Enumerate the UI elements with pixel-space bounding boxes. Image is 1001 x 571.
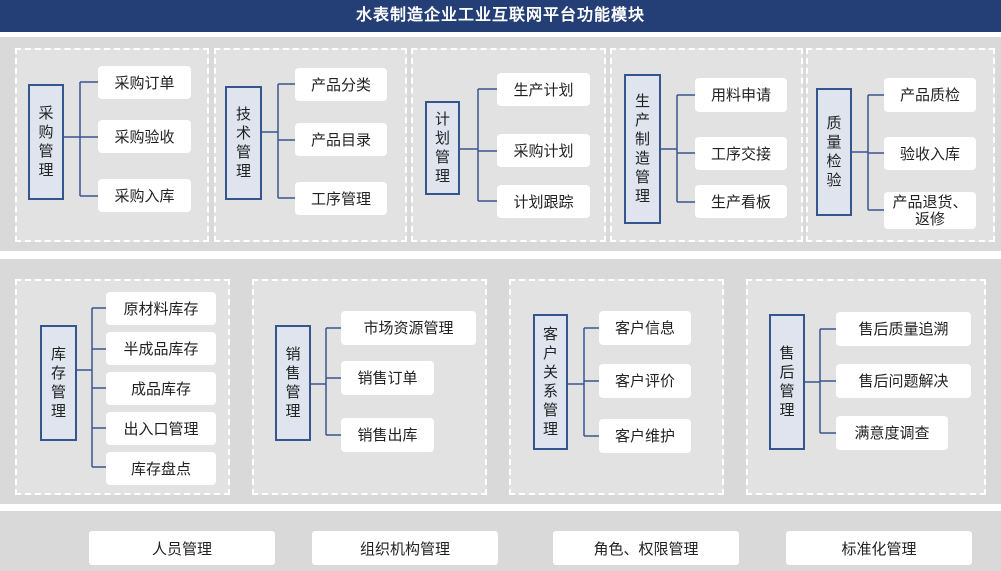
item-purchase-acceptance: 采购验收	[98, 120, 191, 153]
category-quality-inspection: 质量检验	[816, 88, 852, 216]
item-after-sales-quality-trace: 售后质量追溯	[836, 312, 971, 346]
item-product-catalog: 产品目录	[295, 123, 387, 156]
item-process-management: 工序管理	[295, 182, 387, 215]
item-inventory-count: 库存盘点	[106, 452, 216, 485]
item-after-sales-problem-solving: 售后问题解决	[836, 364, 971, 398]
item-raw-material-inventory: 原材料库存	[106, 292, 216, 325]
item-purchase-order: 采购订单	[98, 66, 191, 99]
item-product-classification: 产品分类	[295, 68, 387, 101]
item-customer-info: 客户信息	[599, 311, 691, 345]
bottom-role-permission-management: 角色、权限管理	[553, 531, 739, 565]
item-customer-maintenance: 客户维护	[599, 419, 691, 453]
category-after-sales-management: 售后管理	[769, 314, 805, 450]
item-product-return-repair: 产品退货、返修	[884, 192, 976, 229]
item-finished-inventory: 成品库存	[106, 372, 216, 405]
category-inventory-management: 库存管理	[40, 325, 77, 441]
item-process-handover: 工序交接	[695, 137, 787, 170]
item-purchase-warehousing: 采购入库	[98, 179, 191, 212]
item-sales-outbound: 销售出库	[341, 418, 434, 452]
item-product-inspection: 产品质检	[884, 78, 976, 112]
item-acceptance-warehousing: 验收入库	[884, 137, 976, 170]
bottom-standardization-management: 标准化管理	[786, 531, 972, 565]
item-production-board: 生产看板	[695, 185, 787, 218]
diagram-title: 水表制造企业工业互联网平台功能模块	[0, 0, 1001, 32]
category-sales-management: 销售管理	[275, 325, 311, 441]
item-sales-order: 销售订单	[341, 361, 434, 395]
item-inbound-outbound-management: 出入口管理	[106, 412, 216, 445]
item-production-plan: 生产计划	[497, 73, 590, 106]
item-plan-tracking: 计划跟踪	[497, 185, 590, 218]
category-production-management: 生产制造管理	[624, 74, 661, 224]
item-satisfaction-survey: 满意度调查	[836, 416, 948, 450]
category-customer-relationship-management: 客户关系管理	[533, 314, 568, 450]
item-material-request: 用料申请	[695, 78, 787, 112]
item-purchase-plan: 采购计划	[497, 134, 590, 167]
category-planning-management: 计划管理	[425, 101, 460, 195]
category-purchase-management: 采购管理	[28, 84, 64, 200]
bottom-personnel-management: 人员管理	[89, 531, 275, 565]
bottom-org-structure-management: 组织机构管理	[312, 531, 498, 565]
item-market-resource-management: 市场资源管理	[341, 311, 476, 345]
item-customer-evaluation: 客户评价	[599, 364, 691, 398]
category-technology-management: 技术管理	[225, 86, 262, 200]
item-semi-finished-inventory: 半成品库存	[106, 332, 216, 365]
